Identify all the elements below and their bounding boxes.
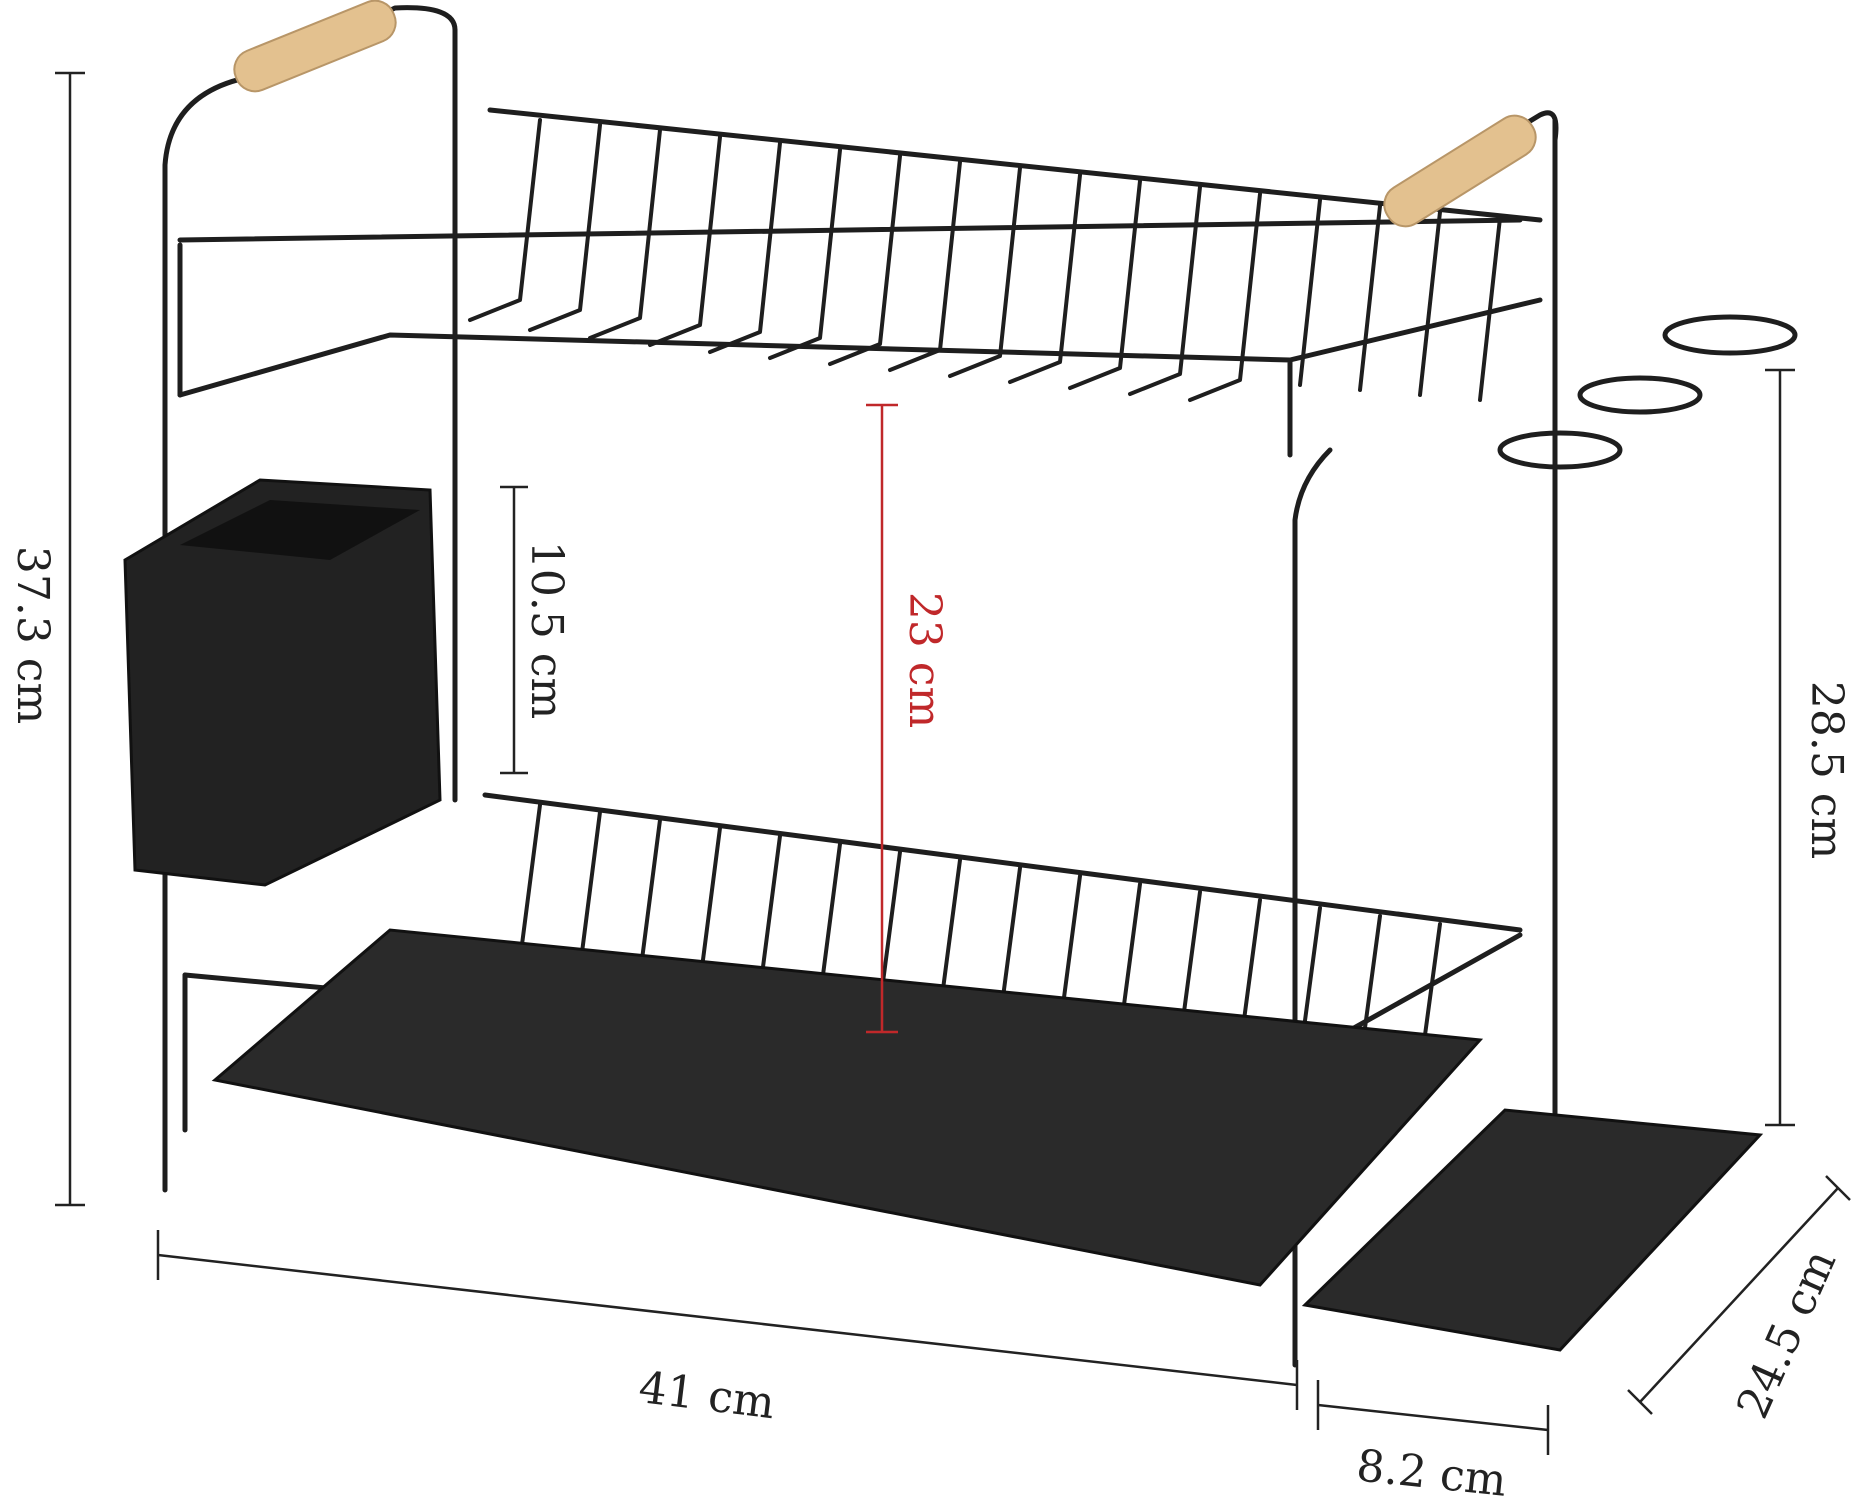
- tray-extension-label: 8.2 cm: [1354, 1440, 1509, 1500]
- width-label: 41 cm: [636, 1362, 778, 1429]
- side-height-label: 28.5 cm: [1801, 681, 1852, 859]
- side-drip-tray: [1301, 1108, 1764, 1352]
- utensil-holder: [123, 478, 442, 887]
- upper-back-rail: [177, 217, 1523, 243]
- left-wood-handle: [233, 0, 397, 93]
- utensil-holder-height-label: 10.5 cm: [521, 541, 572, 719]
- left-front-post: [162, 75, 248, 1193]
- right-handle-arch: [1397, 110, 1559, 203]
- lower-back-rail: [482, 792, 1523, 933]
- right-front-post: [1292, 447, 1333, 1368]
- dimension-lines: [55, 71, 1851, 1455]
- upper-plate-wires: [468, 118, 1502, 402]
- tier-spacing-label: 23 cm: [899, 592, 950, 728]
- upper-front-rail: [177, 332, 1293, 458]
- upper-top-rail: [487, 107, 1543, 223]
- right-wood-handle: [1383, 114, 1537, 228]
- tier-spacing-line: [866, 403, 898, 1034]
- left-handle-arch: [242, 5, 458, 81]
- knife-holder: [1497, 314, 1798, 470]
- main-drip-tray: [211, 928, 1484, 1287]
- depth-label: 24.5 cm: [1727, 1242, 1846, 1426]
- total-height-label: 37.3 cm: [7, 546, 58, 724]
